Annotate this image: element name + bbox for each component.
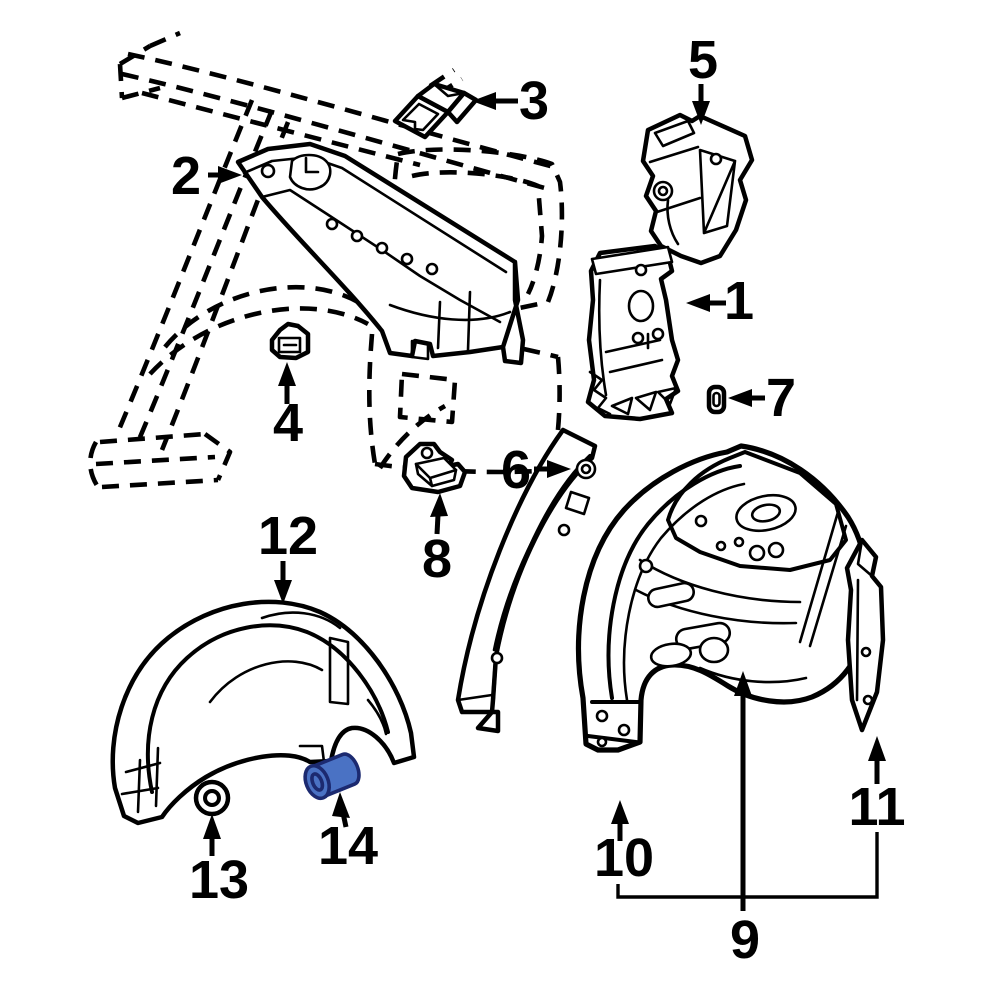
part-14-fastener-highlighted bbox=[303, 752, 361, 801]
part-12-fender-liner bbox=[110, 599, 417, 826]
callout-14-arrow bbox=[332, 792, 350, 828]
callout-4-arrow bbox=[278, 362, 296, 404]
callout-11-arrow bbox=[868, 736, 886, 784]
callout-6-arrow bbox=[534, 460, 571, 478]
part-13-grommet bbox=[193, 779, 231, 817]
callout-12: 12 bbox=[257, 506, 319, 566]
part-1-quarter-pillar-reinforcement bbox=[585, 243, 681, 422]
callout-5-arrow bbox=[692, 84, 710, 125]
callout-1: 1 bbox=[723, 271, 755, 331]
callout-14: 14 bbox=[317, 816, 379, 876]
callout-5: 5 bbox=[687, 30, 719, 90]
callout-1-arrow bbox=[686, 294, 726, 312]
callout-7: 7 bbox=[765, 368, 797, 428]
callout-12-arrow bbox=[274, 561, 292, 604]
callout-11: 11 bbox=[848, 777, 906, 837]
part-7-clip bbox=[706, 384, 727, 415]
callout-2: 2 bbox=[170, 146, 202, 206]
callout-arrows bbox=[203, 84, 886, 911]
callout-6: 6 bbox=[500, 440, 532, 500]
callout-9: 9 bbox=[729, 910, 761, 970]
part-2-quarter-panel-inner-upper bbox=[235, 141, 526, 366]
part-9-wheelhouse-assembly bbox=[576, 443, 871, 753]
callout-8-arrow bbox=[430, 493, 448, 535]
callout-13-arrow bbox=[203, 814, 221, 856]
callout-9-bracket bbox=[616, 832, 879, 899]
callout-3: 3 bbox=[518, 71, 550, 131]
part-11-wheelhouse-brace bbox=[844, 537, 886, 733]
callout-7-arrow bbox=[728, 389, 765, 407]
callout-13: 13 bbox=[188, 850, 250, 910]
part-5-pillar-reinforcement bbox=[640, 112, 755, 266]
part-4-clip bbox=[269, 321, 311, 361]
callout-10: 10 bbox=[593, 828, 655, 888]
callout-4: 4 bbox=[272, 393, 304, 453]
part-8-lower-bracket bbox=[401, 441, 468, 495]
part-6-wheelhouse-outer-panel bbox=[455, 427, 598, 734]
callout-10-arrow bbox=[611, 800, 629, 841]
callout-3-arrow bbox=[472, 92, 518, 110]
callout-8: 8 bbox=[421, 529, 453, 589]
part-10-bracket-region bbox=[586, 700, 642, 748]
part-3-upper-bracket bbox=[392, 81, 479, 140]
callout-9-arrow bbox=[734, 671, 752, 911]
callout-2-arrow bbox=[208, 166, 242, 184]
